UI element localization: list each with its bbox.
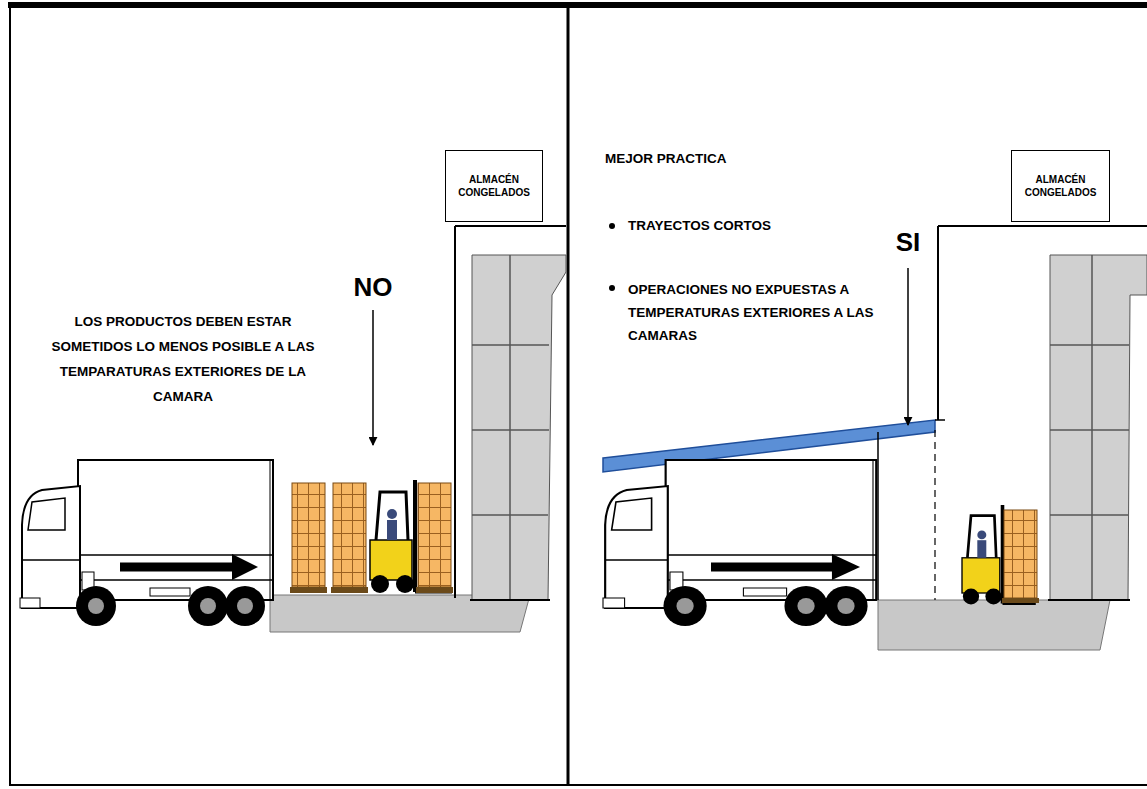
sign-text: ALMACÉN CONGELADOS bbox=[1016, 173, 1105, 200]
bullet-text: OPERACIONES NO EXPUESTAS A TEMPERATURAS … bbox=[628, 279, 878, 348]
warehouse-sign: ALMACÉN CONGELADOS bbox=[445, 150, 543, 222]
verdict-si: SI bbox=[873, 227, 943, 258]
sign-text: ALMACÉN CONGELADOS bbox=[450, 173, 538, 200]
note-text: LOS PRODUCTOS DEBEN ESTAR SOMETIDOS LO M… bbox=[38, 310, 328, 410]
verdict-no: NO bbox=[338, 272, 408, 303]
heading-text: MEJOR PRACTICA bbox=[605, 150, 855, 168]
bullet-text: TRAYECTOS CORTOS bbox=[628, 217, 868, 235]
warehouse-sign: ALMACÉN CONGELADOS bbox=[1011, 150, 1110, 222]
